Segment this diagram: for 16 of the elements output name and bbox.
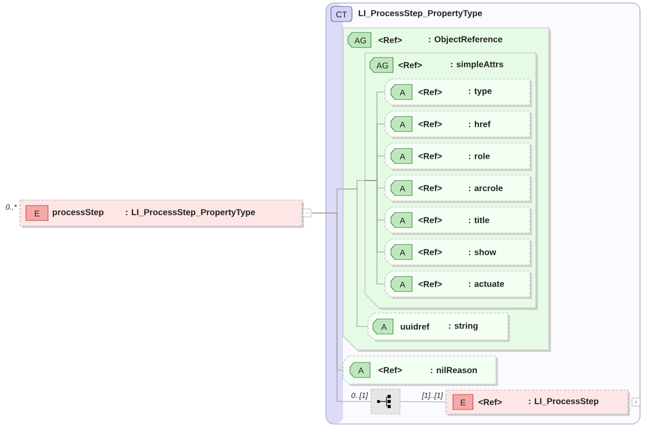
connector-line bbox=[342, 188, 368, 327]
attribute-box: A <Ref> : role bbox=[384, 142, 532, 171]
connector-line bbox=[364, 180, 386, 284]
attribute-box: A <Ref> : title bbox=[384, 206, 532, 235]
attribute-box: A <Ref> : show bbox=[384, 238, 532, 267]
attribute-box: A <Ref> : nilReason bbox=[342, 356, 498, 386]
connector-line bbox=[400, 401, 446, 402]
attribute-box: A <Ref> : href bbox=[384, 110, 532, 139]
element-box: E <Ref> : LI_ProcessStep bbox=[446, 390, 630, 416]
attribute-box: A uuidref : string bbox=[368, 312, 510, 342]
element-box: E processStep : LI_ProcessStep_PropertyType bbox=[20, 200, 312, 228]
attribute-box: A <Ref> : actuate bbox=[384, 270, 532, 299]
attribute-box: A <Ref> : arcrole bbox=[384, 174, 532, 203]
connector-line bbox=[312, 212, 372, 402]
attribute-box: A <Ref> : type bbox=[384, 78, 532, 107]
sequence-box bbox=[370, 388, 400, 414]
